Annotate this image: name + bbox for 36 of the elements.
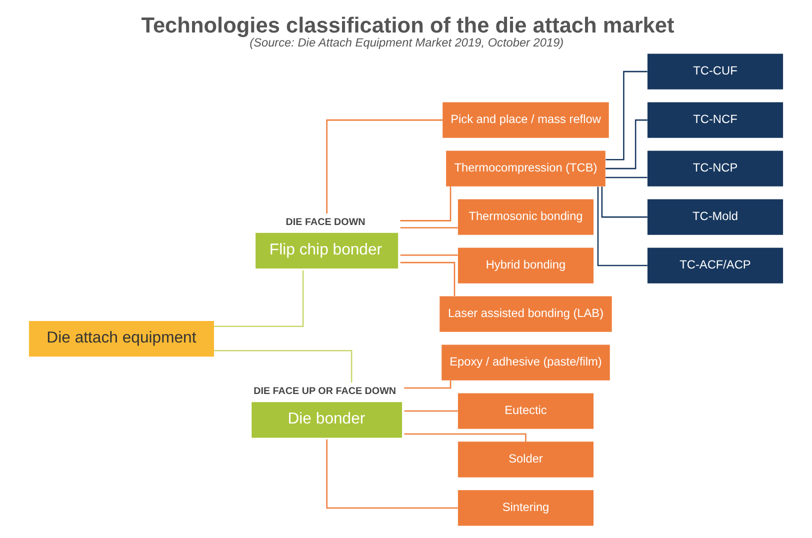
node-box: Epoxy / adhesive (paste/film) (442, 344, 610, 380)
connector (326, 119, 443, 214)
connector (214, 350, 352, 383)
connector (400, 254, 458, 256)
node-box: Die bonder (252, 402, 402, 438)
node-box: TC-ACF/ACP (647, 248, 784, 284)
node-box: Hybrid bonding (458, 248, 594, 284)
connector (606, 176, 648, 178)
connector (404, 410, 458, 412)
connector (400, 262, 456, 296)
diagram-title: Technologies classification of the die attach market (141, 12, 674, 38)
node-box: Sintering (458, 490, 594, 526)
connector (400, 227, 458, 228)
node-box: Thermocompression (TCB) (446, 150, 606, 186)
caption: (Source: Die Attach Equipment Market 2019, October 2019) (250, 35, 564, 50)
connector (606, 70, 648, 160)
node-box: Eutectic (458, 393, 594, 429)
node-box: TC-Mold (647, 199, 784, 235)
node-label: DIE FACE UP OR FACE DOWN (254, 386, 396, 398)
connector (400, 186, 452, 222)
node-box: Flip chip bonder (256, 232, 398, 268)
node-box: Die attach equipment (28, 320, 214, 357)
node-box: TC-CUF (647, 54, 784, 90)
connector (597, 186, 648, 266)
node-box: TC-NCP (647, 150, 784, 186)
node-label: DIE FACE DOWN (286, 216, 366, 228)
node-box: Solder (458, 442, 594, 478)
node-box: TC-NCF (647, 102, 784, 138)
connector (214, 270, 304, 328)
connector (326, 439, 458, 509)
node-box: Laser assisted bonding (LAB) (440, 296, 612, 332)
connector (404, 380, 452, 389)
connector (404, 433, 526, 442)
node-box: Pick and place / mass reflow (442, 102, 609, 138)
connector (601, 186, 648, 218)
node-box: Thermosonic bonding (458, 199, 594, 235)
